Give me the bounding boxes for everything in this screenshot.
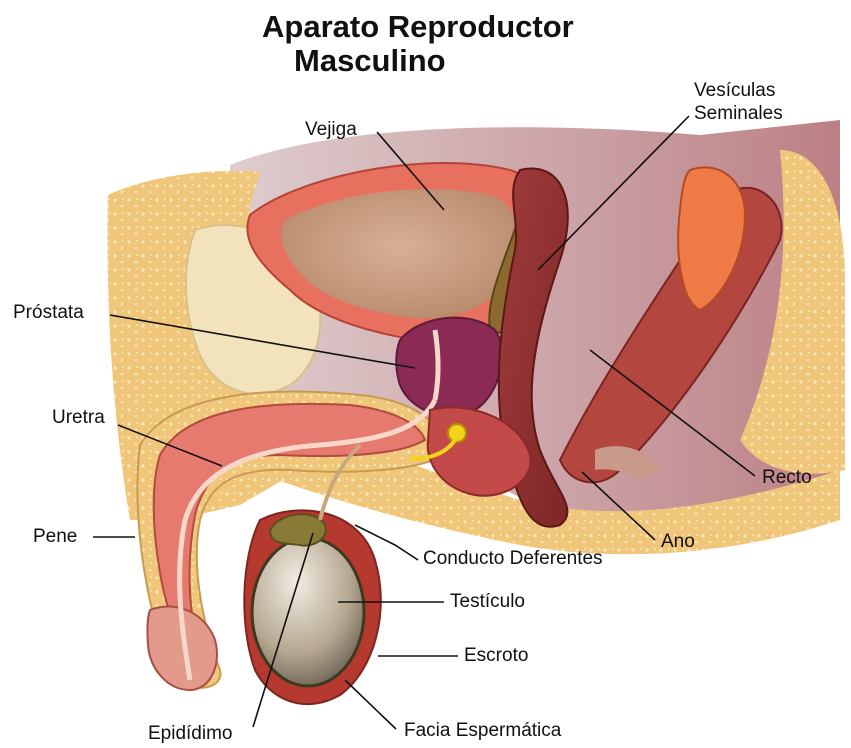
label-recto: Recto <box>762 467 812 489</box>
label-epididimo: Epidídimo <box>148 723 233 745</box>
label-escroto: Escroto <box>464 645 528 667</box>
leader-facia <box>345 680 396 729</box>
label-conducto: Conducto Deferentes <box>423 548 603 570</box>
label-ano: Ano <box>661 531 695 553</box>
diagram-title-line2: Masculino <box>294 44 446 78</box>
label-vesiculas-line1: Vesículas <box>694 80 775 102</box>
cowper-gland <box>448 424 466 442</box>
label-uretra: Uretra <box>52 407 105 429</box>
label-prostata: Próstata <box>13 302 84 324</box>
label-testiculo: Testículo <box>450 591 525 613</box>
label-vejiga: Vejiga <box>305 119 357 141</box>
label-vesiculas-line2: Seminales <box>694 103 783 125</box>
diagram-title-line1: Aparato Reproductor <box>262 10 574 44</box>
testis <box>252 538 364 686</box>
label-facia: Facia Espermática <box>404 720 561 742</box>
label-pene: Pene <box>33 526 77 548</box>
